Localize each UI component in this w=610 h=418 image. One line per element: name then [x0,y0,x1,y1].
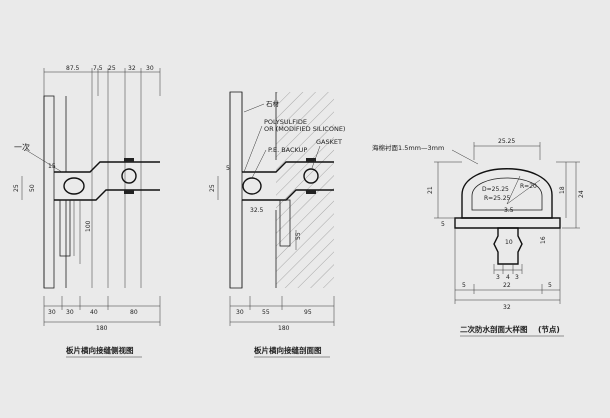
left-side-dim-1: 25 [13,184,20,192]
left-insulation-strip [59,199,71,257]
right-stem [493,227,523,265]
middle-side-dim-4: 55 [295,232,302,240]
middle-bottom-dim-3: 95 [304,309,312,316]
left-joint-lower [54,189,160,201]
right-detail: 海棉衬面1.5mm—3mm 25.25 R=20 R=25.25 3.5 D=2… [372,138,585,337]
middle-label-pe-backup: P.E. BACKUP [268,146,307,154]
middle-label-polysulfide: POLYSULFIDE [264,118,307,126]
left-side-dim-3: 100 [85,220,92,232]
right-inner-dim-4: D=25.25 [482,186,509,193]
left-top-dim-1: 87.5 [66,65,80,72]
right-bottom-dim-2: 22 [503,282,511,289]
left-wall-hatch [43,95,55,289]
left-bottom-dim-1: 30 [48,309,56,316]
left-detail: 87.5 7.5 25 32 30 一次 25 1 [13,65,161,358]
right-caption-suffix: (节点) [538,324,560,334]
right-right-dim-3: 16 [540,236,547,244]
right-flange [454,217,561,229]
left-caption: 板片横向接缝侧视图 [66,345,134,355]
left-joint-upper [54,161,160,173]
right-stem-dim-2: 4 [506,274,510,281]
right-stem-dim-1: 3 [496,274,500,281]
right-top-dim: 25.25 [498,138,515,145]
right-bottom-dim-1: 5 [462,282,466,289]
right-bulb-outer [461,168,553,219]
middle-caption: 板片横向接缝剖面图 [254,345,322,355]
middle-label-silicone: OR (MODIFIED SILICONE) [264,125,345,133]
middle-side-dim-3: 32.5 [250,207,264,214]
right-stem-dim-3: 3 [515,274,519,281]
right-bulb-inner [471,177,543,211]
middle-label-stone: 石材 [266,99,280,108]
left-callout-text: 一次 [14,142,30,152]
left-backup-rod [63,177,85,195]
right-inner-dim-1: R=20 [520,183,537,190]
middle-left-panel-hatch [229,91,243,289]
left-side-dim-2: 15 [48,163,56,170]
right-bottom-dim-3: 5 [548,282,552,289]
left-side-dim-4: 50 [29,184,36,192]
left-top-dim-5: 30 [146,65,154,72]
middle-label-gasket: GASKET [316,138,342,146]
right-left-dim-1: 21 [427,186,434,194]
right-caption: 二次防水剖面大样图 [460,324,528,334]
middle-side-dim-1: 25 [209,184,216,192]
left-top-dim-2: 7.5 [93,65,103,72]
left-bottom-dim-3: 40 [90,309,98,316]
middle-side-dim-2: 5 [226,165,230,172]
middle-bottom-total: 180 [278,325,290,332]
left-bottom-dim-2: 30 [66,309,74,316]
right-left-dim-2: 5 [441,221,445,228]
middle-backup-rod [242,177,262,195]
middle-bottom-dim-2: 55 [262,309,270,316]
middle-bottom-dim-1: 30 [236,309,244,316]
right-thickness-note: 海棉衬面1.5mm—3mm [372,143,444,152]
right-bottom-total: 32 [503,304,511,311]
left-bottom-total: 180 [96,325,108,332]
right-inner-dim-2: R=25.25 [484,195,511,202]
middle-gasket [303,158,319,194]
left-bottom-dim-4: 80 [130,309,138,316]
left-top-dim-4: 32 [128,65,136,72]
right-right-dim-1: 18 [559,186,566,194]
right-inner-dim-3: 3.5 [504,207,514,214]
right-center-dim: 10 [505,239,513,246]
left-gasket [121,158,137,194]
right-right-dim-2: 24 [578,190,585,198]
left-top-dim-3: 25 [108,65,116,72]
middle-detail: 石材 POLYSULFIDE OR (MODIFIED SILICONE) P.… [209,91,345,358]
